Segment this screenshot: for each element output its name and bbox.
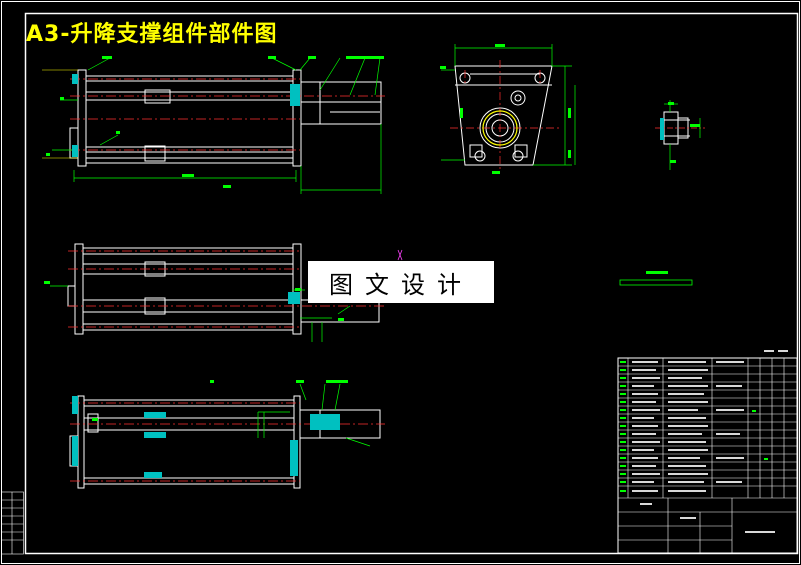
side-view	[440, 44, 576, 174]
middle-view	[44, 243, 403, 342]
title-block	[617, 350, 798, 554]
watermark-label: 图文设计	[308, 261, 494, 303]
front-view	[42, 56, 385, 194]
bottom-view	[69, 380, 385, 489]
detail-view	[655, 100, 705, 170]
drawing-title: A3-升降支撑组件部件图	[26, 22, 278, 47]
inner-frame	[24, 12, 799, 555]
binding-strip	[1, 491, 24, 555]
note-label	[619, 271, 693, 286]
